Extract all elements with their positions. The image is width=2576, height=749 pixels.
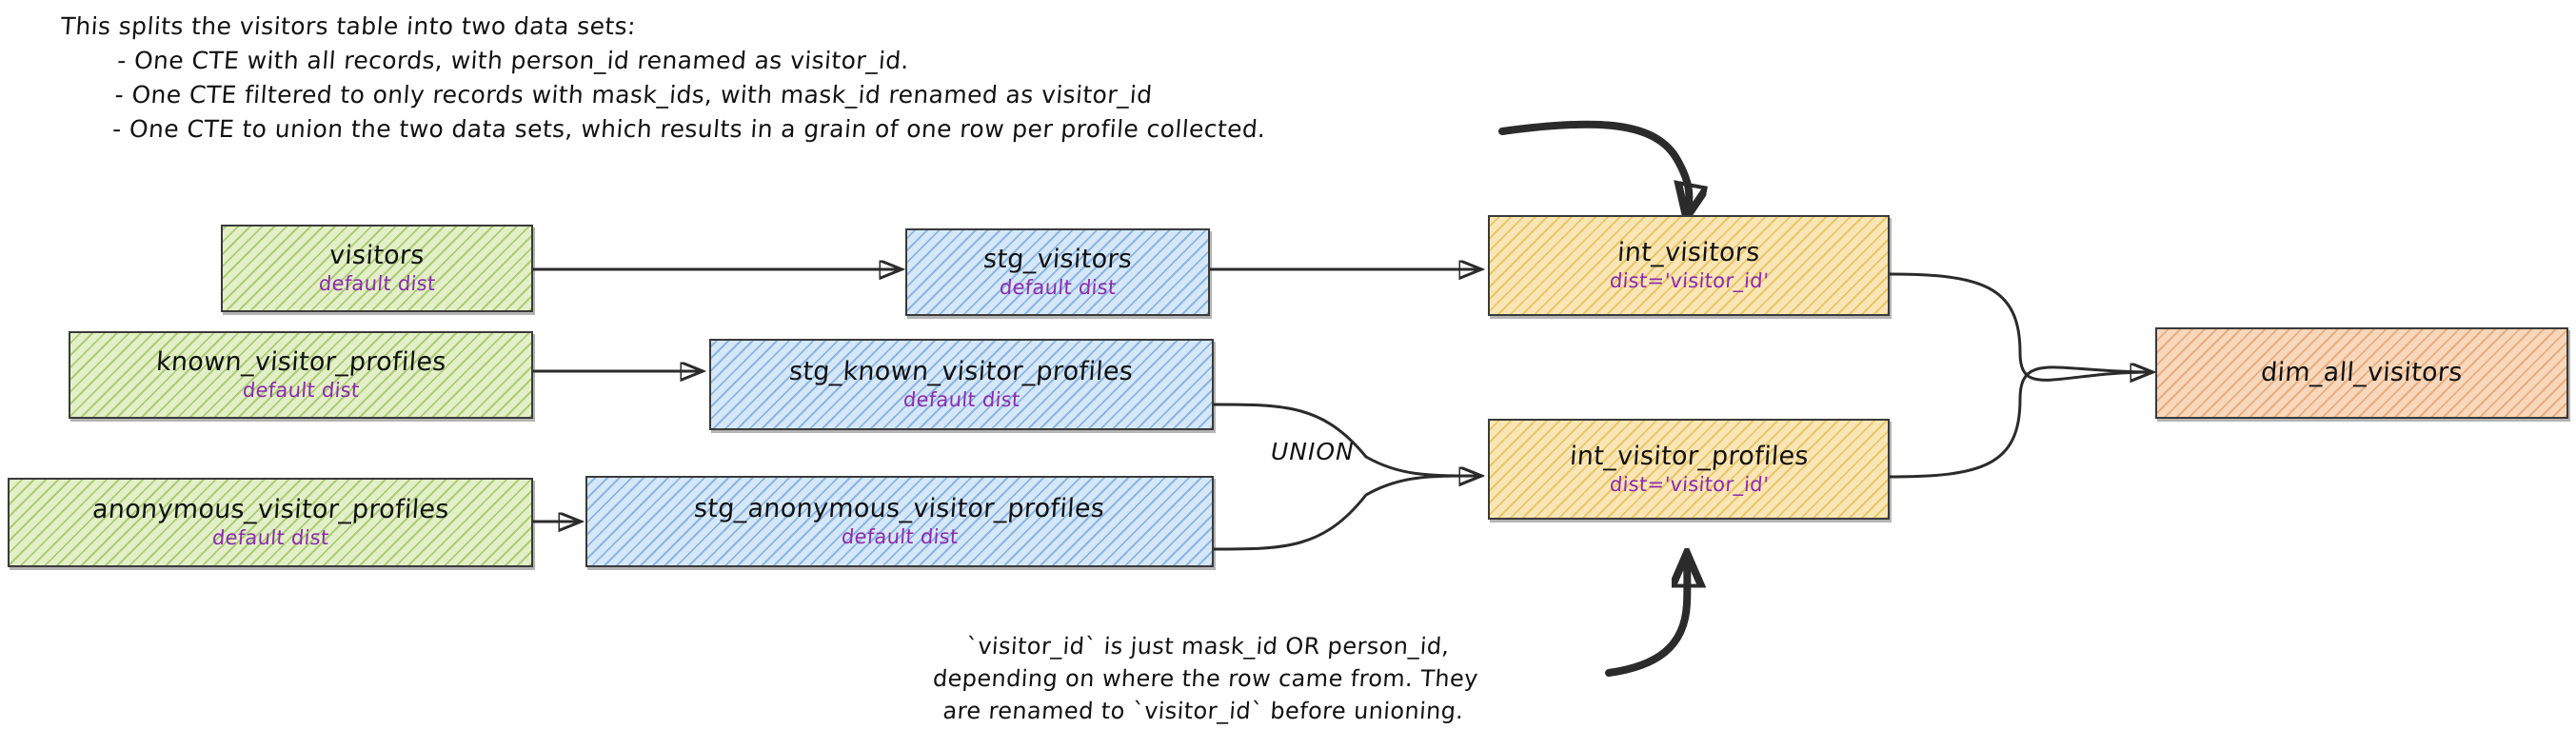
node-visitors[interactable]: visitors default dist bbox=[221, 225, 533, 312]
node-anonymous-visitor-profiles-dist: default dist bbox=[210, 526, 330, 550]
node-int-visitors-dist: dist='visitor_id' bbox=[1608, 269, 1770, 293]
node-stg-anonymous-visitor-profiles[interactable]: stg_anonymous_visitor_profiles default d… bbox=[585, 476, 1214, 567]
node-int-visitor-profiles-dist: dist='visitor_id' bbox=[1608, 473, 1770, 497]
node-stg-anonymous-visitor-profiles-dist: default dist bbox=[840, 525, 960, 549]
top-annotation-note: This splits the visitors table into two … bbox=[52, 10, 1274, 147]
node-stg-known-visitor-profiles[interactable]: stg_known_visitor_profiles default dist bbox=[709, 339, 1214, 430]
top-note-line-3: - One CTE filtered to only records with … bbox=[113, 81, 1154, 108]
top-note-line-2: - One CTE with all records, with person_… bbox=[116, 47, 910, 74]
node-anonymous-visitor-profiles-title: anonymous_visitor_profiles bbox=[90, 494, 450, 524]
bottom-note-line-1: `visitor_id` is just mask_id OR person_i… bbox=[964, 633, 1451, 660]
bottom-note-line-2: depending on where the row came from. Th… bbox=[932, 665, 1479, 692]
union-edge-label: UNION bbox=[1271, 438, 1355, 465]
node-stg-anonymous-visitor-profiles-title: stg_anonymous_visitor_profiles bbox=[693, 493, 1106, 523]
node-known-visitor-profiles[interactable]: known_visitor_profiles default dist bbox=[69, 331, 533, 419]
bottom-note-line-3: are renamed to `visitor_id` before union… bbox=[941, 698, 1465, 724]
edge-int-visitor-profiles-to-dim-all-visitors bbox=[1889, 367, 2151, 479]
annotation-arrow-top bbox=[1498, 120, 1689, 215]
node-known-visitor-profiles-title: known_visitor_profiles bbox=[154, 346, 447, 377]
node-visitors-title: visitors bbox=[328, 240, 426, 270]
node-known-visitor-profiles-dist: default dist bbox=[241, 379, 361, 403]
annotation-arrow-bottom bbox=[1605, 556, 1687, 677]
node-stg-visitors-title: stg_visitors bbox=[981, 244, 1134, 274]
node-stg-visitors[interactable]: stg_visitors default dist bbox=[905, 228, 1210, 316]
node-stg-known-visitor-profiles-title: stg_known_visitor_profiles bbox=[788, 356, 1135, 386]
node-dim-all-visitors-title: dim_all_visitors bbox=[2260, 357, 2464, 387]
node-int-visitors[interactable]: int_visitors dist='visitor_id' bbox=[1488, 215, 1890, 316]
edge-stg-anonymous-to-int-visitor-profiles bbox=[1213, 476, 1480, 551]
top-note-line-1: This splits the visitors table into two … bbox=[59, 12, 637, 40]
node-int-visitor-profiles[interactable]: int_visitor_profiles dist='visitor_id' bbox=[1488, 419, 1890, 520]
node-int-visitors-title: int_visitors bbox=[1616, 237, 1761, 267]
top-note-line-4: - One CTE to union the two data sets, wh… bbox=[111, 115, 1267, 143]
node-visitors-dist: default dist bbox=[317, 272, 437, 296]
edge-int-visitors-to-dim-all-visitors bbox=[1889, 272, 2151, 380]
node-dim-all-visitors[interactable]: dim_all_visitors bbox=[2155, 327, 2568, 419]
node-stg-known-visitor-profiles-dist: default dist bbox=[902, 388, 1021, 412]
node-stg-visitors-dist: default dist bbox=[998, 276, 1118, 300]
bottom-annotation-note: `visitor_id` is just mask_id OR person_i… bbox=[929, 630, 1481, 727]
node-int-visitor-profiles-title: int_visitor_profiles bbox=[1568, 441, 1810, 471]
node-anonymous-visitor-profiles[interactable]: anonymous_visitor_profiles default dist bbox=[8, 478, 533, 567]
